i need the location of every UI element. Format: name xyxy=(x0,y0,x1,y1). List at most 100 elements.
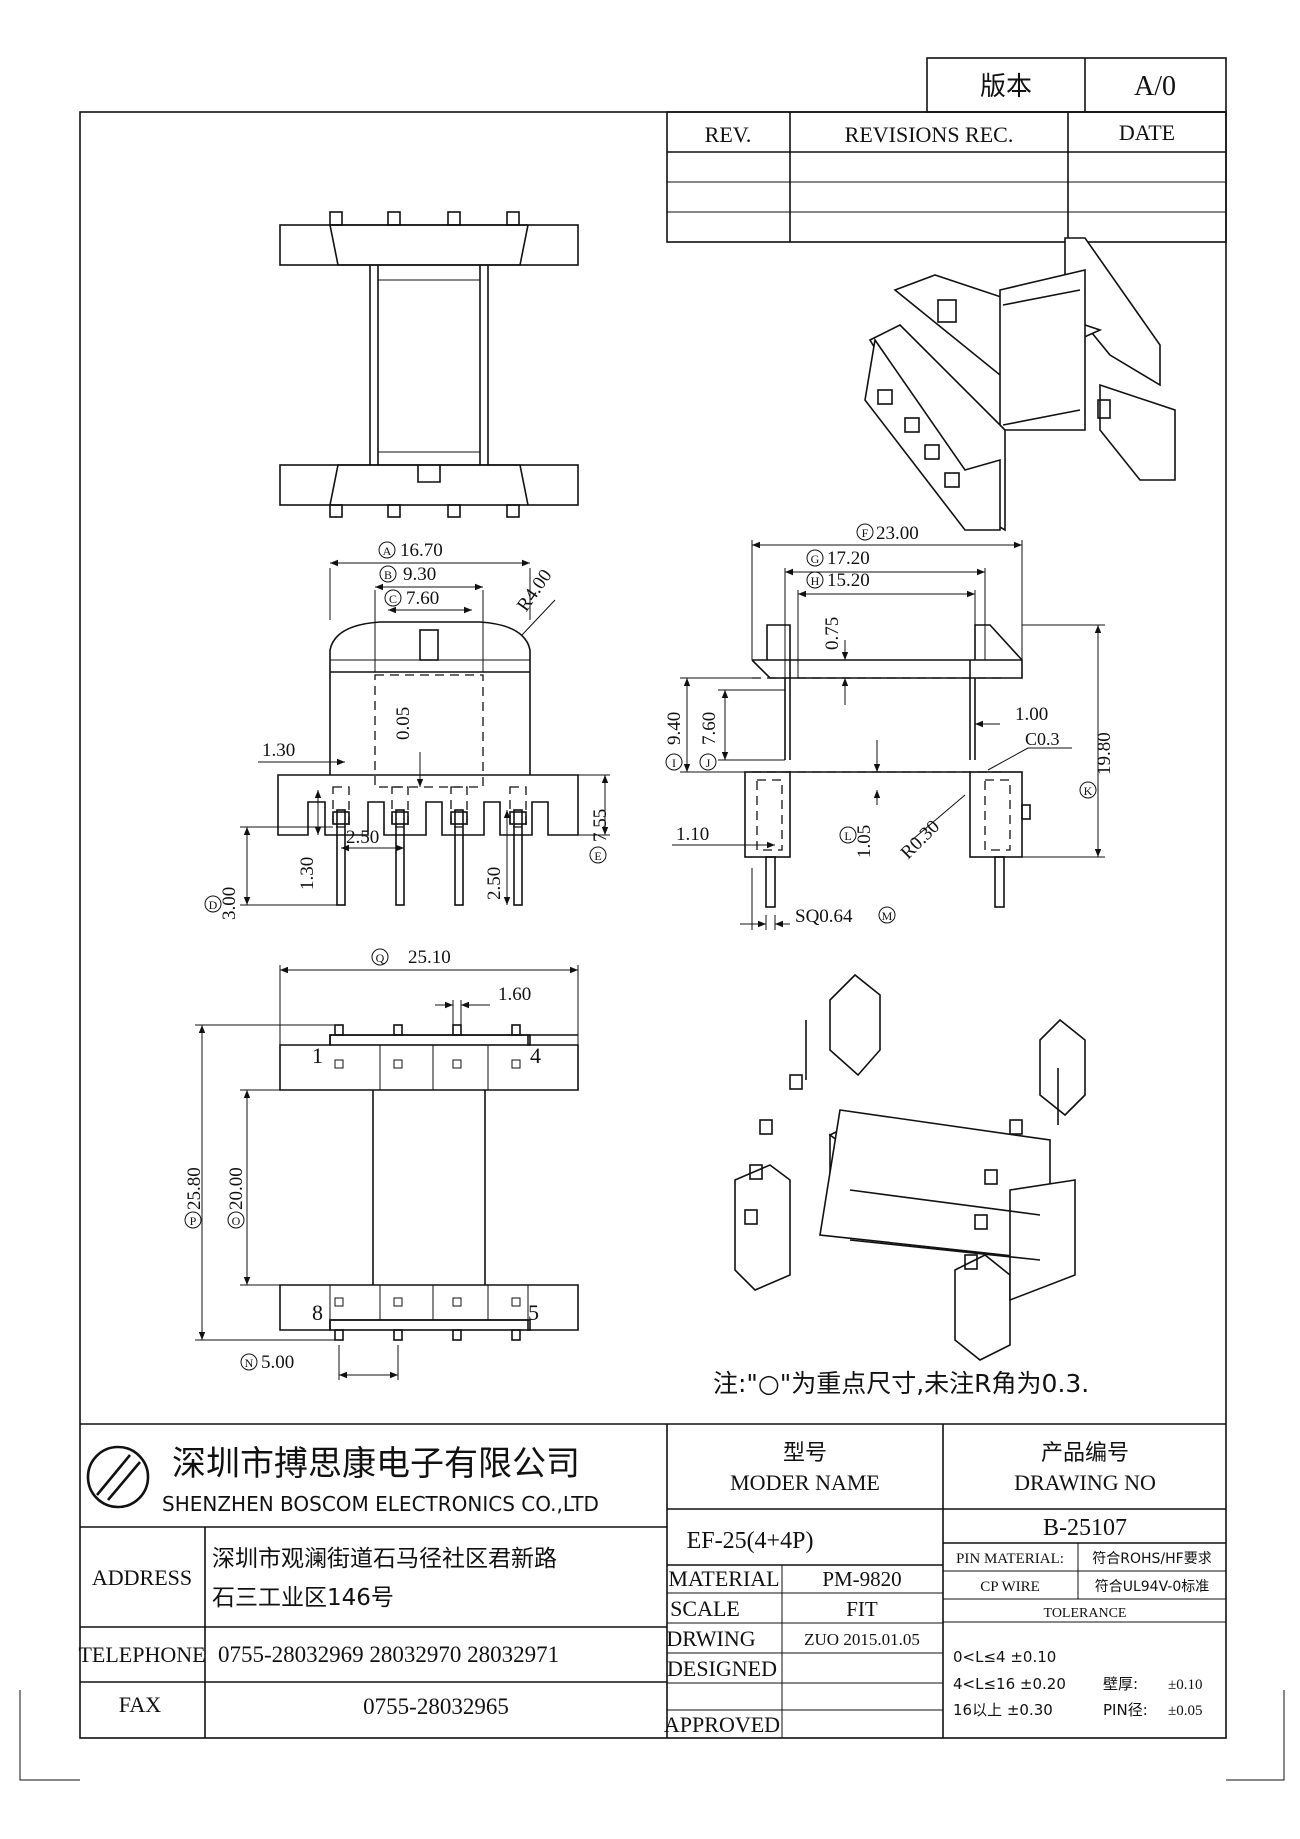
bottom-view: 1 4 8 5 Q 25.10 1.60 xyxy=(184,947,579,1380)
dim-p: 25.80 xyxy=(184,1167,205,1210)
telephone-label: TELEPHONE xyxy=(78,1642,205,1667)
wall-thickness-value: ±0.10 xyxy=(1168,1677,1202,1693)
pin-material-label: PIN MATERIAL: xyxy=(956,1551,1064,1567)
svg-text:Q: Q xyxy=(376,951,385,965)
address-line1: 深圳市观澜街道石马径社区君新路 xyxy=(212,1546,557,1572)
dim-250a: 2.50 xyxy=(346,827,379,848)
material-value: PM-9820 xyxy=(822,1567,901,1591)
fax-label: FAX xyxy=(119,1692,161,1717)
model-value: EF-25(4+4P) xyxy=(687,1528,814,1554)
dim-k: 19.80 xyxy=(1094,732,1115,775)
tolerance-1: 0<L≤4 ±0.10 xyxy=(953,1648,1056,1666)
top-view xyxy=(279,211,579,518)
dim-n: 5.00 xyxy=(261,1352,294,1373)
svg-text:E: E xyxy=(594,849,601,863)
drawing-label-cn: 产品编号 xyxy=(1041,1441,1129,1466)
pin-1-label: 1 xyxy=(312,1043,323,1068)
svg-text:D: D xyxy=(209,898,218,912)
drawing-value: B-25107 xyxy=(1043,1515,1127,1541)
svg-text:G: G xyxy=(811,552,820,566)
scale-label: SCALE xyxy=(670,1596,740,1621)
pin-material-value: 符合ROHS/HF要求 xyxy=(1092,1551,1211,1567)
fax-value: 0755-28032965 xyxy=(363,1694,509,1719)
dim-i: 9.40 xyxy=(664,712,685,745)
dim-g: 17.20 xyxy=(827,548,870,569)
dim-110: 1.10 xyxy=(676,824,709,845)
dim-h: 15.20 xyxy=(827,570,870,591)
svg-text:B: B xyxy=(384,568,392,582)
pin-diameter-value: ±0.05 xyxy=(1168,1703,1202,1719)
pin-4-label: 4 xyxy=(530,1043,541,1068)
rev-header: REV. xyxy=(705,122,752,147)
wall-thickness-label: 壁厚: xyxy=(1103,1675,1138,1693)
date-header: DATE xyxy=(1119,120,1175,145)
dim-b: 9.30 xyxy=(403,564,436,585)
dim-o: 20.00 xyxy=(226,1167,247,1210)
address-label: ADDRESS xyxy=(92,1565,192,1590)
dim-q: 25.10 xyxy=(408,947,451,968)
svg-text:A: A xyxy=(383,544,392,558)
dim-f: 23.00 xyxy=(876,523,919,544)
svg-text:C: C xyxy=(389,592,397,606)
approved-label: APPROVED xyxy=(664,1712,780,1737)
drawing-note: 注:"○"为重点尺寸,未注R角为0.3. xyxy=(713,1369,1089,1398)
dim-130b: 1.30 xyxy=(297,857,318,890)
dim-075: 0.75 xyxy=(822,617,843,650)
svg-text:H: H xyxy=(811,574,820,588)
telephone-value: 0755-28032969 28032970 28032971 xyxy=(218,1642,559,1667)
pin-8-label: 8 xyxy=(312,1300,323,1325)
svg-text:P: P xyxy=(190,1214,197,1228)
corner-marks xyxy=(19,1690,1285,1781)
isometric-view-bottom xyxy=(734,973,1086,1361)
dim-d: 3.00 xyxy=(219,887,240,920)
company-logo-icon xyxy=(86,1445,150,1509)
dim-sq: SQ0.64 xyxy=(795,906,853,927)
revisions-table: REV. REVISIONS REC. DATE xyxy=(666,111,1227,243)
svg-text:J: J xyxy=(706,756,711,770)
version-label: 版本 xyxy=(980,72,1032,102)
dim-130a: 1.30 xyxy=(262,740,295,761)
svg-text:N: N xyxy=(245,1356,254,1370)
tolerance-2: 4<L≤16 ±0.20 xyxy=(953,1675,1066,1693)
svg-text:I: I xyxy=(672,756,676,770)
dim-005: 0.05 xyxy=(393,707,414,740)
dim-160: 1.60 xyxy=(498,984,531,1005)
revisions-rec-header: REVISIONS REC. xyxy=(845,122,1014,147)
company-name-cn: 深圳市搏思康电子有限公司 xyxy=(172,1444,580,1484)
dim-a: 16.70 xyxy=(400,540,443,561)
scale-value: FIT xyxy=(846,1597,878,1621)
drawing-label-en: DRAWING NO xyxy=(1014,1470,1156,1495)
svg-text:F: F xyxy=(862,526,869,540)
dim-e: 7.55 xyxy=(590,809,611,842)
tolerance-label: TOLERANCE xyxy=(1044,1606,1127,1621)
cp-wire-label: CP WIRE xyxy=(980,1579,1040,1595)
model-label-cn: 型号 xyxy=(783,1441,827,1466)
dim-j: 7.60 xyxy=(699,712,720,745)
designed-label: DESIGNED xyxy=(667,1656,777,1681)
company-name-en: SHENZHEN BOSCOM ELECTRONICS CO.,LTD xyxy=(162,1492,599,1516)
svg-text:M: M xyxy=(882,909,893,923)
dim-r4: R4.00 xyxy=(513,566,557,616)
dim-l: 1.05 xyxy=(854,825,875,858)
version-value: A/0 xyxy=(1134,71,1176,102)
drwing-label: DRWING xyxy=(666,1626,755,1651)
svg-text:O: O xyxy=(232,1214,241,1228)
side-view: F 23.00 G 17.20 H 15.20 0.75 9.40 I 7.60… xyxy=(664,523,1115,930)
material-label: MATERIAL xyxy=(668,1566,779,1591)
drawing-frame xyxy=(79,111,1227,1739)
pin-diameter-label: PIN径: xyxy=(1103,1701,1148,1719)
dim-c03: C0.3 xyxy=(1025,729,1060,749)
version-box: 版本 A/0 xyxy=(926,57,1227,113)
front-view: A 16.70 B 9.30 C 7.60 R4.00 0.05 1.30 2.… xyxy=(204,540,611,920)
pin-5-label: 5 xyxy=(528,1300,539,1325)
svg-text:L: L xyxy=(844,829,851,843)
cp-wire-value: 符合UL94V-0标准 xyxy=(1095,1579,1210,1595)
dim-r030: R0.30 xyxy=(897,816,944,863)
title-block: 深圳市搏思康电子有限公司 SHENZHEN BOSCOM ELECTRONICS… xyxy=(78,1423,1226,1738)
model-label-en: MODER NAME xyxy=(730,1470,880,1495)
svg-text:K: K xyxy=(1084,784,1093,798)
dim-c: 7.60 xyxy=(406,588,439,609)
tolerance-3: 16以上 ±0.30 xyxy=(953,1701,1053,1719)
dim-100: 1.00 xyxy=(1015,704,1048,725)
